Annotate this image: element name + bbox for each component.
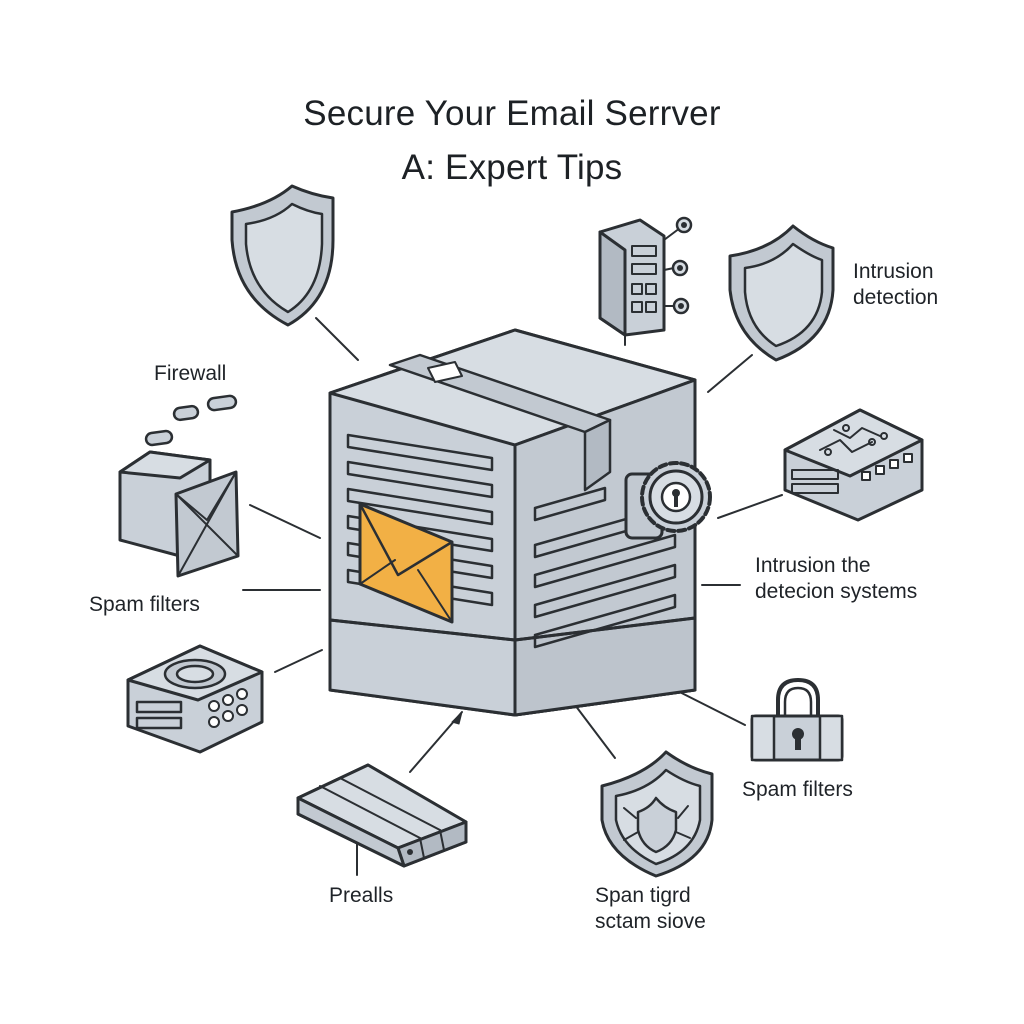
filter-box-icon	[118, 450, 240, 578]
shield-icon	[600, 750, 714, 878]
gear-lock-icon	[624, 461, 712, 540]
diagram-title-line-1: Secure Your Email Serrver	[303, 94, 721, 133]
label-spam-filters-left: Spam filters	[89, 593, 200, 616]
shield-icon	[728, 224, 835, 362]
label-intrusion-detection: Intrusion detection	[853, 259, 938, 311]
padlock-icon	[750, 678, 844, 762]
control-panel-icon	[598, 216, 693, 337]
label-preall: Prealls	[329, 884, 394, 907]
rack-server-icon	[296, 763, 468, 868]
network-switch-icon	[783, 408, 924, 522]
label-spam-guard-line-2: sctam siove	[595, 910, 706, 933]
label-spam-filters-right: Spam filters	[742, 778, 853, 801]
label-intrusion-detection-line-1: Intrusion	[853, 260, 934, 283]
shield-icon	[230, 184, 335, 327]
label-intrusion-detection-line-2: detection	[853, 286, 939, 309]
label-intrusion-systems-line-2: detecion systems	[755, 580, 918, 603]
label-spam-guard: Span tigrd sctam siove	[595, 883, 706, 935]
email-server-icon	[328, 328, 697, 717]
diagram-title-line-2: A: Expert Tips	[401, 148, 623, 187]
label-intrusion-systems-line-1: Intrusion the	[755, 554, 871, 577]
label-spam-guard-line-1: Span tigrd	[595, 884, 691, 907]
router-icon	[126, 644, 264, 754]
label-intrusion-systems: Intrusion the detecion systems	[755, 553, 917, 605]
envelope-icon	[358, 502, 454, 624]
pipes-icon	[144, 394, 238, 447]
label-firewall: Firewall	[154, 362, 227, 385]
